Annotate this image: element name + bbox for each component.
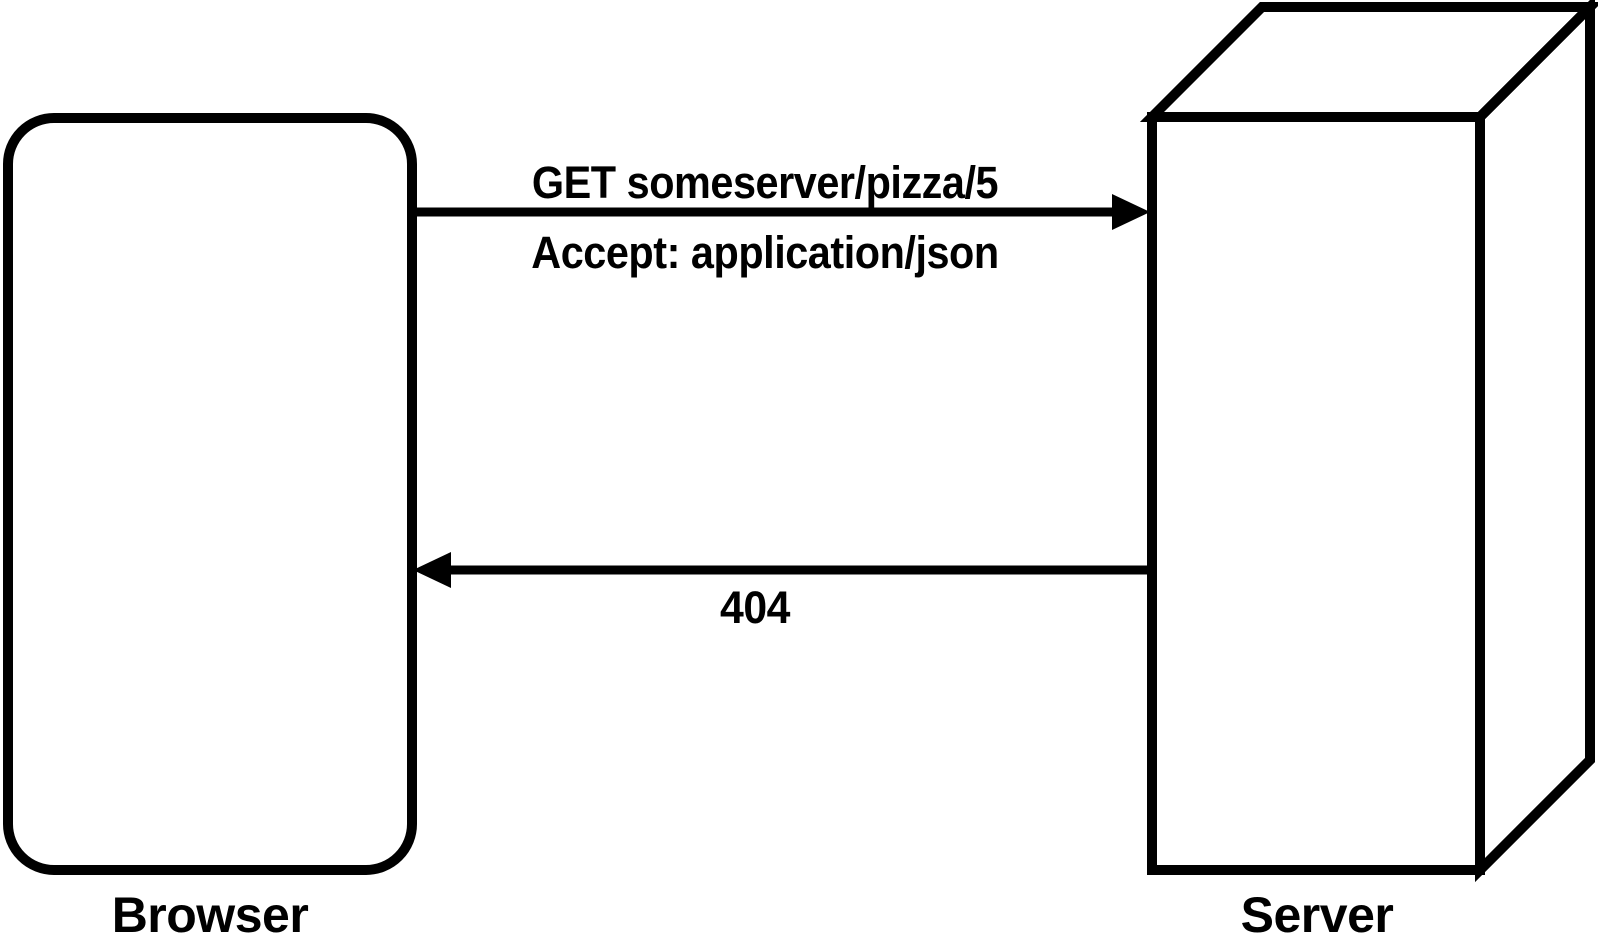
server-front-face bbox=[1147, 112, 1485, 875]
browser-node-label: Browser bbox=[111, 887, 309, 943]
server-node-label: Server bbox=[1240, 887, 1394, 943]
server-top-face bbox=[1139, 2, 1598, 122]
response-arrow-head-icon bbox=[413, 552, 451, 588]
browser-node-shape[interactable] bbox=[3, 113, 417, 875]
response-arrow bbox=[413, 552, 1150, 588]
request-arrow-head-icon bbox=[1112, 194, 1150, 230]
server-node-shape[interactable] bbox=[1139, 0, 1598, 883]
request-label-line-1: GET someserver/pizza/5 bbox=[531, 157, 999, 208]
response-status-label: 404 bbox=[720, 582, 790, 633]
server-right-face bbox=[1475, 0, 1595, 883]
request-label-line-2: Accept: application/json bbox=[531, 227, 999, 278]
request-arrow bbox=[412, 194, 1150, 230]
